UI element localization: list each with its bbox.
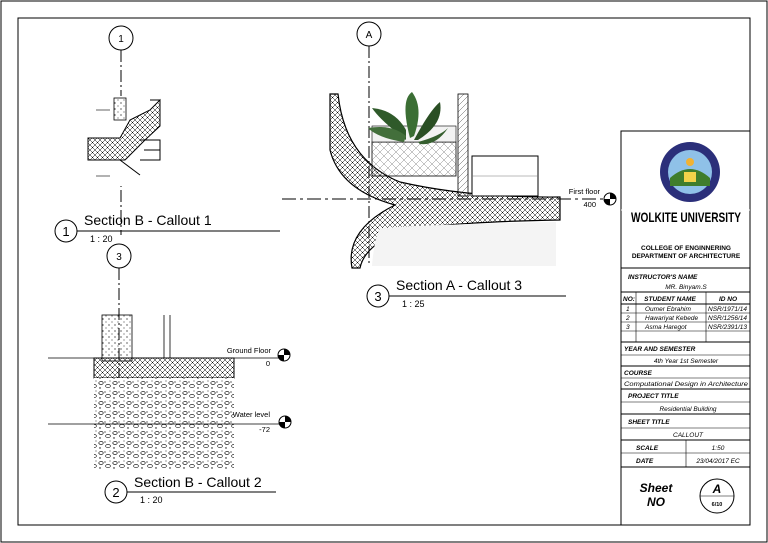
title-block	[620, 130, 751, 526]
callout-3-number-label: 3	[374, 289, 381, 304]
student-1-id: NSR/1971/14	[708, 306, 747, 313]
university-name: WOLKITE UNIVERSITY	[631, 209, 741, 225]
sheet-number: 6/10	[712, 502, 723, 508]
student-3-no: 3	[626, 324, 630, 331]
first-floor-level-marker[interactable]	[603, 192, 617, 206]
first-floor-value: 400	[583, 200, 596, 209]
course-label: COURSE	[624, 370, 652, 377]
student-1-no: 1	[626, 306, 630, 313]
student-3-id: NSR/2391/13	[708, 324, 747, 331]
grid-bubble-1-label: 1	[118, 34, 124, 45]
year-label: YEAR AND SEMESTER	[624, 346, 696, 353]
grid-bubble-A-label: A	[366, 30, 373, 41]
callout-1-scale: 1 : 20	[90, 234, 113, 244]
department-name: DEPARTMENT OF ARCHITECTURE	[632, 253, 741, 260]
water-level-value: -72	[259, 425, 270, 434]
instructor-label: INSTRUCTOR'S NAME	[628, 274, 698, 281]
callout-2-view[interactable]	[48, 314, 280, 470]
callout-2-number-label: 2	[112, 485, 119, 500]
course-value: Computational Design in Architecture	[624, 381, 748, 388]
water-level-label: Water level	[233, 410, 271, 419]
sheet-title-label: SHEET TITLE	[628, 419, 670, 426]
column-id-no: ID NO	[719, 296, 737, 303]
sheet-title-value: CALLOUT	[673, 432, 704, 439]
student-3-name: Asma Haregot	[644, 324, 688, 331]
grid-bubble-3-label: 3	[116, 252, 122, 263]
callout-1-title: Section B - Callout 1	[84, 212, 212, 228]
year-value: 4th Year 1st Semester	[654, 358, 719, 365]
callout-2-scale: 1 : 20	[140, 495, 163, 505]
callout-1-view[interactable]	[87, 96, 162, 186]
student-2-no: 2	[625, 315, 630, 322]
column-student-name: STUDENT NAME	[644, 296, 696, 303]
project-value: Residential Building	[659, 406, 716, 413]
callout-1-number-label: 1	[62, 224, 69, 239]
student-2-id: NSR/1256/14	[708, 315, 747, 322]
project-label: PROJECT TITLE	[628, 393, 679, 400]
callout-2-title: Section B - Callout 2	[134, 474, 262, 490]
water-level-marker[interactable]	[278, 415, 292, 429]
callout-3-title: Section A - Callout 3	[396, 277, 522, 293]
column-no: NO:	[623, 296, 635, 303]
ground-floor-level-marker[interactable]	[277, 348, 291, 362]
ground-floor-label: Ground Floor	[227, 346, 272, 355]
scale-label: SCALE	[636, 445, 659, 452]
callout-3-view[interactable]	[282, 92, 606, 269]
scale-value: 1:50	[712, 445, 725, 452]
college-name: COLLEGE OF ENGINNERING	[641, 245, 731, 252]
first-floor-label: First floor	[569, 187, 601, 196]
ground-floor-value: 0	[266, 359, 270, 368]
student-2-name: Hawariyat Kebede	[645, 315, 698, 322]
instructor-name: MR. Binyam.S	[665, 284, 707, 291]
callout-3-scale: 1 : 25	[402, 299, 425, 309]
student-1-name: Oumer Ebrahim	[645, 306, 691, 313]
date-value: 23/04/2017 EC	[695, 458, 740, 465]
sheet-letter: A	[712, 482, 722, 496]
date-label: DATE	[636, 458, 654, 465]
